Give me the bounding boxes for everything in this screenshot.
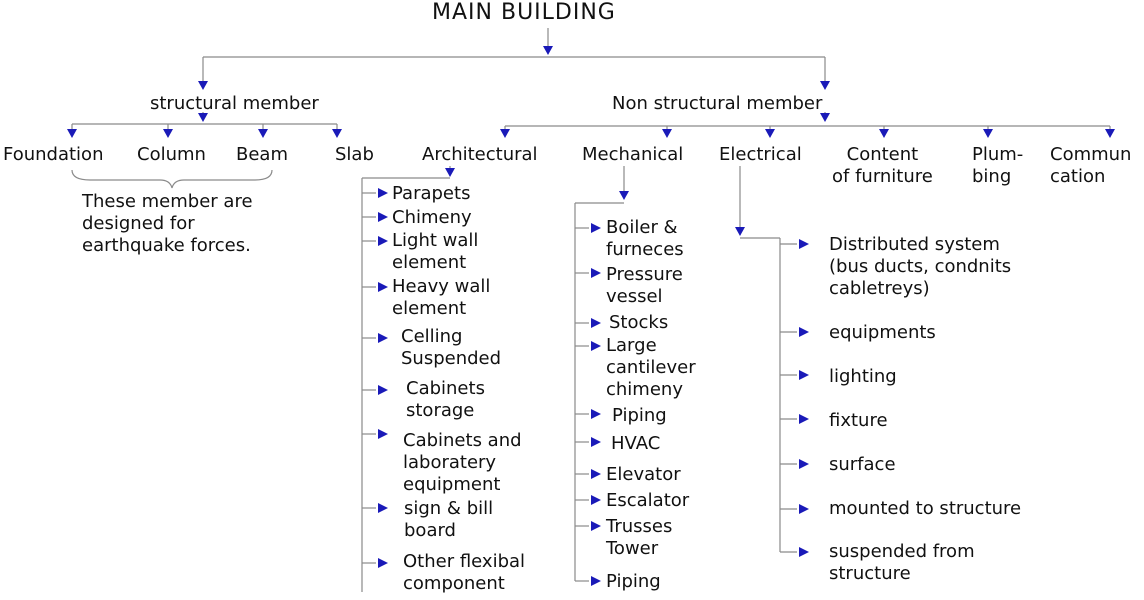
elec-item-fixture: fixture [829, 410, 888, 431]
arrow-down-icon [879, 129, 889, 138]
elec-item-suspended: suspended from structure [829, 541, 975, 584]
electrical-label: Electrical [719, 144, 802, 165]
arch-item-sign-board: sign & bill board [404, 498, 494, 541]
arch-item-other-flexibal: Other flexibal component [403, 551, 526, 594]
arrow-down-icon [332, 129, 342, 138]
communication-label: Commun cation [1050, 144, 1132, 187]
arrow-down-icon [258, 129, 268, 138]
mech-item-escalator: Escalator [606, 490, 690, 511]
arrow-down-icon [500, 129, 510, 138]
mechanical-label: Mechanical [582, 144, 684, 165]
arrow-right-icon [591, 469, 601, 479]
arrow-right-icon [378, 385, 388, 395]
arch-item-cabinets-lab: Cabinets and laboratery equipment [403, 430, 522, 495]
arrow-down-icon [1105, 129, 1115, 138]
arch-item-parapets: Parapets [392, 183, 471, 204]
mech-item-hvac: HVAC [611, 433, 661, 454]
arrow-right-icon [799, 504, 809, 514]
mech-item-stocks: Stocks [609, 312, 669, 333]
mech-item-elevator: Elevator [606, 464, 681, 485]
arrow-right-icon [378, 558, 388, 568]
arrow-down-icon [820, 113, 830, 122]
nonstructural-arrow-icon [820, 81, 830, 90]
mech-item-pressure-vessel: Pressure vessel [606, 264, 683, 307]
arrow-right-icon [799, 370, 809, 380]
structural-member-label: structural member [150, 93, 319, 114]
elec-item-lighting: lighting [829, 366, 897, 387]
arrow-right-icon [591, 521, 601, 531]
arrow-right-icon [591, 495, 601, 505]
elec-item-surface: surface [829, 454, 896, 475]
arrow-right-icon [799, 239, 809, 249]
arrow-right-icon [591, 409, 601, 419]
arrow-down-icon [983, 129, 993, 138]
foundation-label: Foundation [3, 144, 104, 165]
column-label: Column [137, 144, 206, 165]
arrow-down-icon [662, 129, 672, 138]
arrow-right-icon [799, 414, 809, 424]
arrow-right-icon [591, 318, 601, 328]
arrow-right-icon [799, 327, 809, 337]
architectural-arrow-icon [445, 168, 455, 177]
arrow-right-icon [591, 223, 601, 233]
arrowheads [67, 46, 1115, 586]
arrow-down-icon [163, 129, 173, 138]
arrow-down-icon [67, 129, 77, 138]
arch-item-celling: Celling Suspended [401, 326, 502, 369]
arch-item-cabinets-storage: Cabinets storage [406, 378, 485, 421]
arrow-right-icon [591, 576, 601, 586]
slab-label: Slab [335, 144, 374, 165]
arrow-right-icon [799, 459, 809, 469]
mechanical-arrow-icon [619, 191, 629, 200]
plumbing-label: Plum- bing [972, 144, 1024, 187]
title-arrow-icon [543, 46, 553, 55]
mech-item-piping-1: Piping [612, 405, 667, 426]
arrow-right-icon [378, 333, 388, 343]
connector-lines [71, 28, 1111, 592]
non-structural-member-label: Non structural member [612, 93, 823, 114]
elec-item-distributed-system: Distributed system (bus ducts, condnits … [829, 234, 1012, 299]
arch-item-heavy-wall: Heavy wall element [392, 276, 491, 319]
arrow-right-icon [591, 437, 601, 447]
curly-brace-icon [71, 169, 273, 189]
mech-item-large-cantilever: Large cantilever chimeny [606, 335, 696, 400]
arrow-right-icon [378, 503, 388, 513]
arrow-right-icon [378, 429, 388, 439]
arrow-right-icon [378, 236, 388, 246]
main-building-title: MAIN BUILDING [432, 0, 616, 25]
content-of-furniture-label: Content of furniture [832, 144, 933, 187]
arch-item-light-wall: Light wall element [392, 230, 479, 273]
arch-item-chimeny: Chimeny [392, 207, 472, 228]
architectural-label: Architectural [422, 144, 538, 165]
mech-item-boiler: Boiler & furneces [606, 217, 684, 260]
arrow-right-icon [378, 212, 388, 222]
structural-arrow-icon [198, 81, 208, 90]
arrow-right-icon [378, 282, 388, 292]
mech-item-piping-2: Piping [606, 571, 661, 592]
arrow-right-icon [799, 547, 809, 557]
arrow-down-icon [198, 113, 208, 122]
mech-item-trusses-tower: Trusses Tower [606, 516, 673, 559]
electrical-arrow-icon [735, 227, 745, 236]
arrow-right-icon [378, 188, 388, 198]
elec-item-equipments: equipments [829, 322, 936, 343]
beam-label: Beam [236, 144, 288, 165]
arrow-right-icon [591, 341, 601, 351]
arrow-right-icon [591, 268, 601, 278]
elec-item-mounted: mounted to structure [829, 498, 1022, 519]
structural-note: These member are designed for earthquake… [82, 191, 253, 256]
arrow-down-icon [765, 129, 775, 138]
